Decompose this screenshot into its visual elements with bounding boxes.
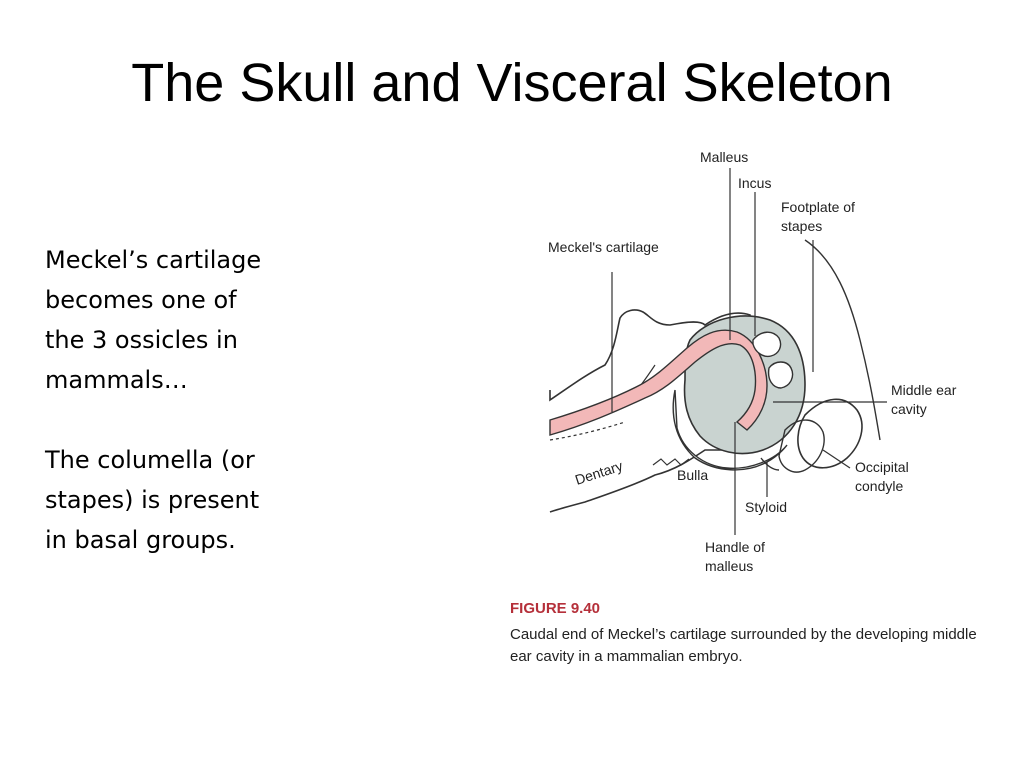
label-incus: Incus [738, 175, 771, 191]
figure-number: FIGURE 9.40 [510, 600, 601, 617]
stapes [767, 361, 794, 389]
meckels-cartilage [549, 329, 768, 436]
slide-body: Meckel’s cartilage becomes one of the 3 … [45, 240, 325, 560]
label-meckels: Meckel's cartilage [548, 239, 659, 255]
label-occipital-2: condyle [855, 478, 903, 494]
dentary-outline [549, 309, 751, 513]
label-bulla: Bulla [677, 467, 708, 483]
dentary-lower [549, 421, 626, 441]
occipital-condyle-2 [778, 419, 825, 473]
bulla [672, 389, 788, 471]
label-styloid: Styloid [745, 499, 787, 515]
incus [752, 331, 782, 358]
label-malleus: Malleus [700, 149, 748, 165]
styloid [760, 457, 780, 471]
label-handle-2: malleus [705, 558, 753, 574]
paragraph-columella: The columella (or stapes) is present in … [45, 446, 260, 554]
paragraph-meckels: Meckel’s cartilage becomes one of the 3 … [45, 246, 262, 394]
label-footplate-1: Footplate of [781, 199, 855, 215]
ear-embryo-figure: Malleus Incus Footplate of stapes Meckel… [505, 140, 980, 685]
figure-caption: Caudal end of Meckel’s cartilage surroun… [510, 626, 977, 665]
label-middle-ear-2: cavity [891, 401, 927, 417]
leader-occipital [822, 449, 851, 469]
ear-diagram: Malleus Incus Footplate of stapes Meckel… [548, 149, 957, 574]
slide-title: The Skull and Visceral Skeleton [131, 53, 893, 113]
label-middle-ear-1: Middle ear [891, 382, 957, 398]
label-handle-1: Handle of [705, 539, 765, 555]
label-footplate-2: stapes [781, 218, 822, 234]
bulla-zigzag [652, 458, 690, 466]
label-dentary: Dentary [573, 457, 625, 487]
skull-outline [804, 239, 881, 441]
occipital-condyle [797, 398, 863, 469]
label-occipital-1: Occipital [855, 459, 909, 475]
